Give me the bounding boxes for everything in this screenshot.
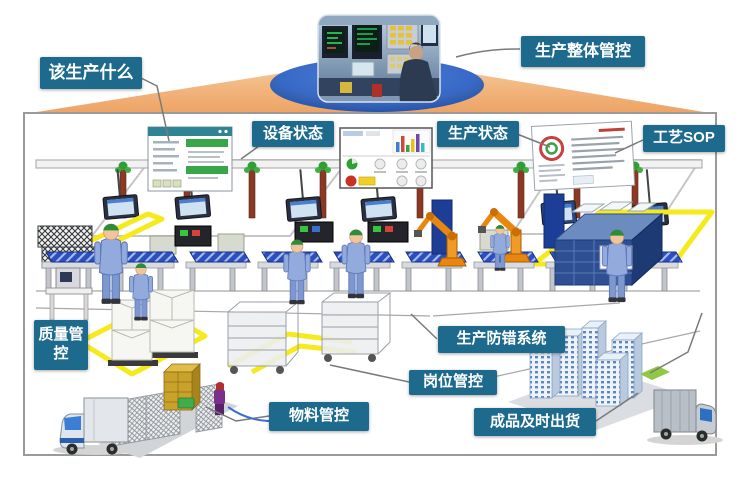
label-quality-control: 质量管控 bbox=[34, 320, 88, 370]
windshield bbox=[700, 408, 712, 422]
mini-bar-chart bbox=[396, 134, 425, 152]
inspection-table bbox=[45, 267, 93, 321]
mes-window bbox=[147, 126, 233, 192]
label-overall-production-control: 生产整体管控 bbox=[521, 36, 645, 67]
component-feeders bbox=[174, 221, 409, 247]
robot-arm-station-2 bbox=[478, 193, 565, 263]
label-material-control: 物料管控 bbox=[269, 402, 369, 431]
control-room-photo bbox=[318, 15, 440, 102]
carton-pallet-stacks bbox=[108, 289, 198, 366]
production-dashboard bbox=[339, 127, 433, 189]
windshield bbox=[64, 416, 81, 430]
label-error-proofing-system: 生产防错系统 bbox=[438, 326, 565, 353]
label-equipment-status: 设备状态 bbox=[252, 121, 334, 147]
truck-left bbox=[53, 397, 137, 455]
material-handler-figure bbox=[177, 382, 225, 415]
operator-figure bbox=[399, 42, 438, 102]
robot-arm-station-1 bbox=[414, 199, 467, 267]
truck-right bbox=[647, 389, 723, 445]
label-station-control: 岗位管控 bbox=[409, 370, 497, 395]
label-process-sop: 工艺SOP bbox=[643, 125, 725, 152]
label-production-status: 生产状态 bbox=[437, 121, 519, 147]
sop-document bbox=[530, 120, 636, 191]
connector-lines bbox=[140, 48, 703, 422]
control-hub bbox=[270, 14, 484, 112]
shelf-carts bbox=[227, 292, 392, 374]
label-what-to-produce: 该生产什么 bbox=[40, 57, 142, 89]
label-finished-goods-shipment: 成品及时出货 bbox=[474, 408, 596, 436]
